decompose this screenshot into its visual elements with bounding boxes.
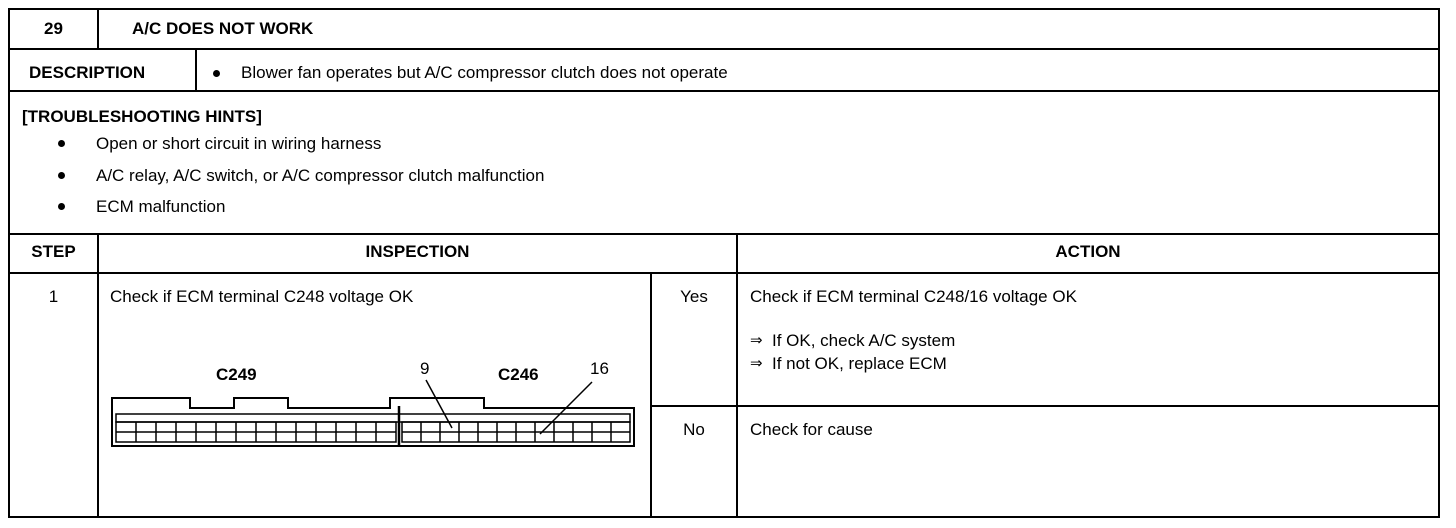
hint-item: ECM malfunction [96, 197, 226, 216]
ecm-connector-diagram: C249 C246 9 16 [111, 359, 635, 447]
troubleshooting-sheet [8, 8, 1440, 518]
no-label: No [683, 420, 705, 439]
connector-label-c249: C249 [216, 365, 257, 384]
rule-below-title [8, 48, 1440, 50]
rule-below-column-headers [8, 272, 1440, 274]
procedure-title: A/C DOES NOT WORK [132, 19, 314, 38]
pin-9-leader-line [425, 379, 453, 429]
column-header-inspection: INSPECTION [365, 242, 470, 261]
bullet-icon [58, 203, 65, 210]
rule-after-description-label [195, 48, 197, 90]
hints-heading: [TROUBLESHOOTING HINTS] [22, 107, 262, 126]
terminal-grid-left [115, 421, 397, 443]
rule-between-yes-no [650, 405, 1440, 407]
no-action-text: Check for cause [750, 420, 873, 439]
yes-action-text: Check if ECM terminal C248/16 voltage OK [750, 287, 1077, 306]
column-header-action: ACTION [1055, 242, 1121, 261]
rule-before-action-column [736, 233, 738, 518]
rule-below-hints [8, 233, 1440, 235]
hint-item: Open or short circuit in wiring harness [96, 134, 382, 153]
terminal-grid-right [401, 421, 631, 443]
rule-after-number [97, 8, 99, 48]
description-label: DESCRIPTION [29, 63, 146, 82]
yes-label: Yes [680, 287, 708, 306]
rule-before-yes-no-column [650, 272, 652, 518]
pin-label-9: 9 [420, 359, 429, 378]
rule-after-step-column [97, 233, 99, 518]
description-text: Blower fan operates but A/C compressor c… [241, 63, 728, 82]
hint-item: A/C relay, A/C switch, or A/C compressor… [96, 166, 545, 185]
inspection-text: Check if ECM terminal C248 voltage OK [110, 287, 414, 306]
bullet-icon [58, 172, 65, 179]
bullet-icon [213, 70, 220, 77]
yes-sub-action: If OK, check A/C system [772, 331, 956, 350]
arrow-icon: ⇒ [750, 355, 763, 372]
step-number: 1 [48, 287, 59, 306]
pin-label-16: 16 [590, 359, 609, 378]
bullet-icon [58, 140, 65, 147]
procedure-number: 29 [44, 19, 63, 38]
rule-below-description [8, 90, 1440, 92]
yes-sub-action: If not OK, replace ECM [772, 354, 947, 373]
connector-label-c246: C246 [498, 365, 539, 384]
column-header-step: STEP [31, 242, 76, 261]
pin-16-leader-line [539, 381, 593, 435]
arrow-icon: ⇒ [750, 332, 763, 349]
